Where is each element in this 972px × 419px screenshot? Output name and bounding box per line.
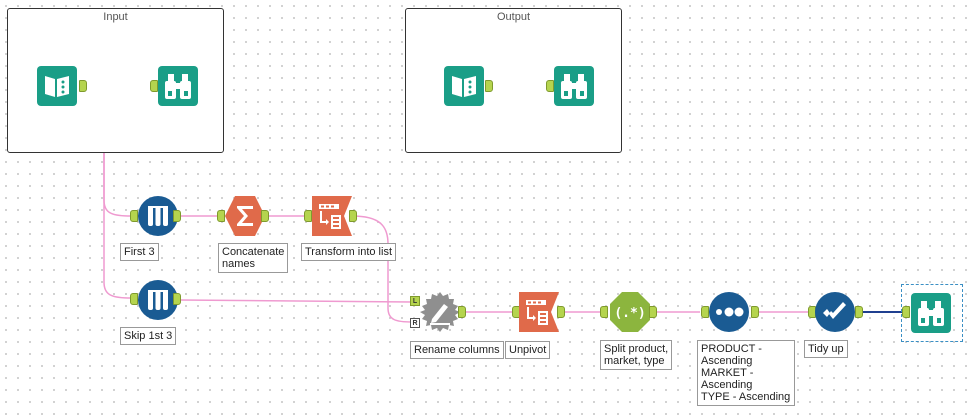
output-anchor[interactable] <box>261 210 269 222</box>
tool-label-transpose-list: Transform into list <box>301 243 397 261</box>
tool-label-unpivot: Unpivot <box>505 341 551 359</box>
regex-icon: (.*) <box>610 292 650 332</box>
tool-summarize[interactable] <box>225 196 265 236</box>
sample-tubes-icon <box>138 280 178 320</box>
output-anchor[interactable] <box>855 306 863 318</box>
input-book-icon <box>444 66 484 106</box>
output-anchor[interactable] <box>751 306 759 318</box>
sort-dots-icon <box>709 292 749 332</box>
wire-transpose-rename <box>351 215 413 323</box>
input-anchor[interactable] <box>150 80 158 92</box>
binoculars-icon <box>158 66 198 106</box>
tool-input-data-1[interactable] <box>37 66 77 106</box>
input-anchor[interactable] <box>130 293 138 305</box>
input-anchor[interactable] <box>600 306 608 318</box>
output-anchor[interactable] <box>173 210 181 222</box>
wire-skip3-rename <box>179 299 413 303</box>
input-book-icon <box>37 66 77 106</box>
binoculars-icon <box>911 293 951 333</box>
transpose-icon <box>519 292 559 332</box>
input-anchor[interactable] <box>546 80 554 92</box>
output-anchor[interactable] <box>485 80 493 92</box>
tool-dynamic-rename[interactable] <box>420 292 460 332</box>
output-anchor[interactable] <box>557 306 565 318</box>
tool-label-summarize: Concatenate names <box>218 243 289 273</box>
output-anchor[interactable] <box>649 306 657 318</box>
sigma-icon <box>225 196 265 236</box>
selection-outline <box>901 284 963 342</box>
tool-regex[interactable]: (.*) <box>610 292 650 332</box>
tool-sample-first3[interactable] <box>138 196 178 236</box>
binoculars-icon <box>554 66 594 106</box>
tool-label-regex: Split product, market, type <box>600 340 673 370</box>
transpose-icon <box>312 196 352 236</box>
output-anchor[interactable] <box>349 210 357 222</box>
output-anchor[interactable] <box>79 80 87 92</box>
output-anchor[interactable] <box>458 306 466 318</box>
tool-label-select: Tidy up <box>804 340 848 358</box>
tool-sample-skip3[interactable] <box>138 280 178 320</box>
input-anchor[interactable] <box>304 210 312 222</box>
input-anchor[interactable] <box>701 306 709 318</box>
output-anchor[interactable] <box>173 293 181 305</box>
tool-unpivot[interactable] <box>519 292 559 332</box>
tool-label-sort: PRODUCT - Ascending MARKET - Ascending T… <box>697 340 795 406</box>
right-input-anchor[interactable]: R <box>410 318 420 328</box>
left-input-anchor[interactable]: L <box>410 296 420 306</box>
tool-browse-1[interactable] <box>158 66 198 106</box>
tool-label-dynamic-rename: Rename columns <box>410 341 504 359</box>
tool-input-data-2[interactable] <box>444 66 484 106</box>
sample-tubes-icon <box>138 196 178 236</box>
dynamic-rename-icon <box>420 292 460 332</box>
tool-select[interactable] <box>815 292 855 332</box>
container-title-input: Input <box>103 11 128 23</box>
tool-browse-final[interactable] <box>911 293 951 333</box>
select-check-icon <box>815 292 855 332</box>
tool-label-first3: First 3 <box>120 243 159 261</box>
container-title-output: Output <box>496 11 531 23</box>
input-anchor[interactable] <box>130 210 138 222</box>
svg-text:(.*): (.*) <box>614 306 645 321</box>
tool-browse-2[interactable] <box>554 66 594 106</box>
tool-transpose-list[interactable] <box>312 196 352 236</box>
input-anchor[interactable] <box>217 210 225 222</box>
tool-label-skip3: Skip 1st 3 <box>120 327 177 345</box>
tool-sort[interactable] <box>709 292 749 332</box>
input-anchor[interactable] <box>902 306 910 318</box>
